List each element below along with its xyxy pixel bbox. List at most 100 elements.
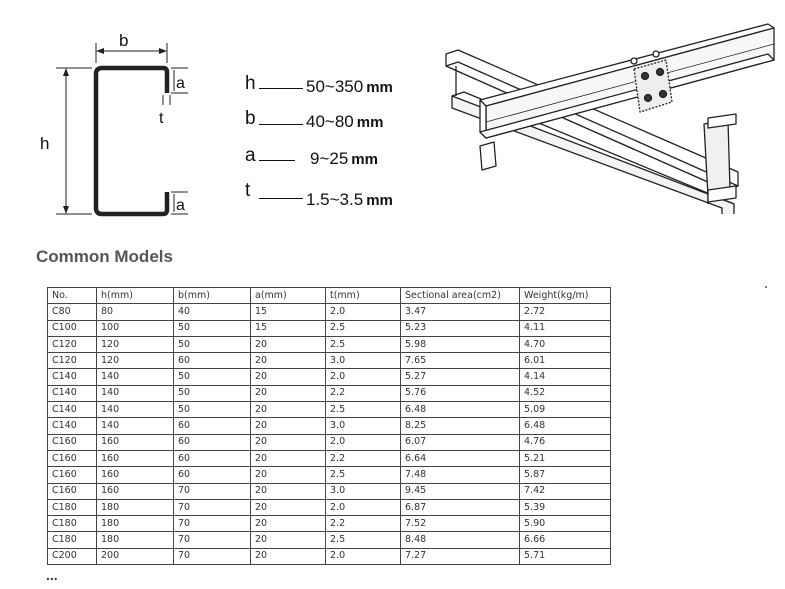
table-header-row: No. h(mm) b(mm) a(mm) t(mm) Sectional ar… [47,286,611,305]
cell-t: 2.5 [325,531,401,549]
stray-dot [765,286,767,288]
cell-h: 160 [96,466,174,484]
cell-b: 50 [173,335,251,354]
cell-a: 20 [250,531,326,549]
cell-no: C160 [47,449,97,468]
col-header-no: No. [47,286,97,305]
cell-b: 70 [173,531,251,549]
c-section-diagram: b h a t a [40,31,188,217]
col-header-weight: Weight(kg/m) [519,286,611,305]
cell-weight: 6.01 [519,352,611,370]
c-channel-beam [479,23,775,171]
cell-area: 7.48 [400,466,520,484]
cell-h: 180 [96,531,174,549]
connection-plate [630,50,673,113]
cell-weight: 6.48 [519,417,611,435]
cell-b: 60 [173,466,251,484]
t-label: t [159,110,164,127]
cell-weight: 4.70 [519,335,611,354]
cell-no: C200 [47,547,97,566]
cell-area: 5.98 [400,335,520,354]
cell-a: 20 [250,498,326,517]
cell-area: 6.48 [400,401,520,419]
beam-connection-illustration [445,23,775,214]
cell-t: 2.0 [325,303,401,321]
cell-h: 80 [96,303,174,321]
cell-weight: 4.14 [519,368,611,386]
a-top-label: a [176,75,185,92]
cell-weight: 6.66 [519,531,611,549]
cell-t: 2.2 [325,449,401,468]
cell-no: C160 [47,433,97,451]
dim-a-symbol: a [245,145,256,166]
cell-no: C140 [47,384,97,403]
cell-t: 2.5 [325,319,401,337]
cell-h: 160 [96,433,174,451]
cell-no: C160 [47,466,97,484]
cell-weight: 4.11 [519,319,611,337]
col-header-t: t(mm) [325,286,401,305]
cell-no: C120 [47,352,97,370]
cell-h: 180 [96,498,174,517]
cell-weight: 2.72 [519,303,611,321]
cell-a: 20 [250,449,326,468]
cell-no: C180 [47,515,97,533]
dim-t-leader [259,198,303,199]
cell-a: 20 [250,547,326,566]
cell-a: 15 [250,303,326,321]
cell-no: C140 [47,417,97,435]
cell-weight: 5.90 [519,515,611,533]
cell-t: 2.0 [325,368,401,386]
dim-h-symbol: h [245,73,256,94]
cell-area: 7.65 [400,352,520,370]
more-indicator: ... [46,567,58,583]
cell-t: 2.2 [325,384,401,403]
col-header-b: b(mm) [173,286,251,305]
cell-no: C180 [47,498,97,517]
col-header-a: a(mm) [250,286,326,305]
cell-a: 20 [250,515,326,533]
cell-no: C100 [47,319,97,337]
b-arrow-right [159,48,167,54]
cell-weight: 5.21 [519,449,611,468]
common-models-table: No. h(mm) b(mm) a(mm) t(mm) Sectional ar… [47,286,611,566]
cell-weight: 4.76 [519,433,611,451]
cell-a: 20 [250,417,326,435]
cell-no: C160 [47,482,97,500]
cell-area: 6.64 [400,449,520,468]
cell-t: 3.0 [325,482,401,500]
cell-a: 20 [250,482,326,500]
cell-weight: 5.39 [519,498,611,517]
cell-b: 70 [173,498,251,517]
cell-weight: 5.71 [519,547,611,566]
dim-t-symbol: t [245,180,251,201]
cell-t: 2.0 [325,498,401,517]
cell-a: 20 [250,433,326,451]
cell-a: 20 [250,466,326,484]
col-header-h: h(mm) [96,286,174,305]
h-label: h [40,134,49,153]
cell-area: 5.27 [400,368,520,386]
cell-b: 60 [173,433,251,451]
cell-area: 9.45 [400,482,520,500]
cell-h: 100 [96,319,174,337]
dim-h-leader [259,88,303,89]
cell-h: 160 [96,449,174,468]
cell-no: C80 [47,303,97,321]
cell-b: 40 [173,303,251,321]
cell-b: 50 [173,401,251,419]
b-label: b [119,31,128,50]
cell-h: 120 [96,335,174,354]
h-arrow-bottom [63,206,69,214]
